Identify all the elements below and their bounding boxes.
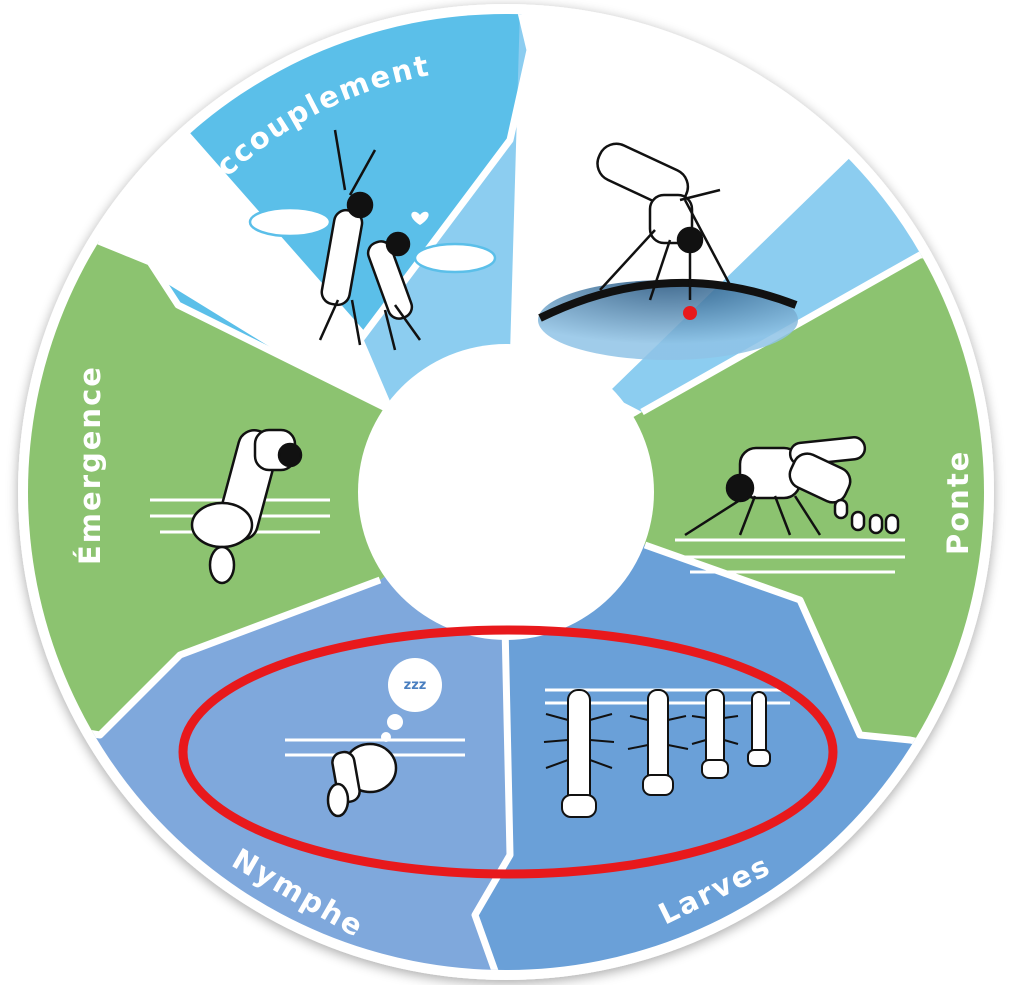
center-hub (358, 344, 654, 640)
label-ponte: Ponte (941, 450, 975, 555)
sleep-thought-text: zzz (404, 678, 427, 693)
label-emergence: Émergence (73, 365, 107, 565)
